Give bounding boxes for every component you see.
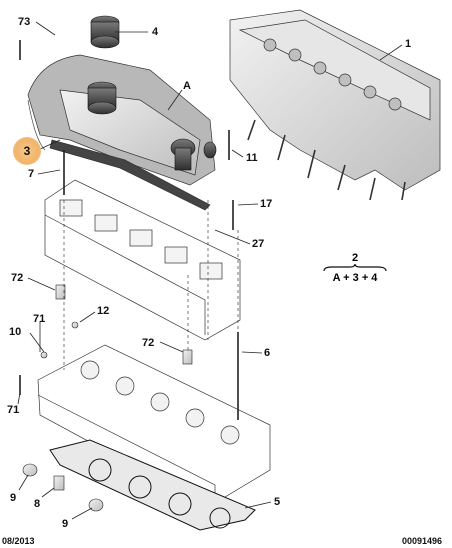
rocker-cover bbox=[27, 54, 216, 211]
callout-5: 5 bbox=[274, 496, 281, 508]
guide-lines bbox=[63, 200, 239, 370]
callout-1: 1 bbox=[405, 38, 412, 50]
formula-result: 2 bbox=[351, 252, 359, 264]
callout-73: 73 bbox=[18, 16, 31, 28]
callout-71-upper: 71 bbox=[33, 313, 46, 325]
callout-3-highlight: 3 bbox=[13, 137, 41, 165]
formula-components: A + 3 + 4 bbox=[332, 272, 378, 284]
leader-lines bbox=[17, 21, 403, 520]
cylinder-head-block bbox=[37, 344, 271, 501]
footer-reference: 00091496 bbox=[402, 536, 443, 546]
callout-10: 10 bbox=[9, 326, 22, 338]
bolts bbox=[19, 40, 239, 420]
camshaft-carrier bbox=[44, 179, 241, 341]
callout-4: 4 bbox=[152, 26, 159, 38]
footer-date: 08/2013 bbox=[2, 536, 35, 546]
callout-9-bottom: 9 bbox=[62, 518, 69, 530]
callout-3: 3 bbox=[23, 144, 31, 158]
callout-72-lower: 72 bbox=[142, 337, 155, 349]
callout-9-left: 9 bbox=[10, 492, 17, 504]
callout-71-lower: 71 bbox=[7, 404, 20, 416]
callout-27: 27 bbox=[252, 238, 265, 250]
callout-11: 11 bbox=[246, 152, 258, 164]
oil-filler-cap bbox=[87, 15, 120, 115]
assembly-formula: 2 A + 3 + 4 bbox=[322, 252, 388, 284]
head-gasket bbox=[49, 439, 256, 531]
callout-8: 8 bbox=[34, 498, 41, 510]
callout-6: 6 bbox=[264, 347, 271, 359]
cover-sensor bbox=[170, 138, 217, 171]
small-parts bbox=[22, 284, 193, 512]
callout-17: 17 bbox=[260, 198, 273, 210]
callout-12: 12 bbox=[97, 305, 110, 317]
callout-72-upper: 72 bbox=[11, 272, 24, 284]
callout-7: 7 bbox=[28, 168, 35, 180]
callout-A: A bbox=[183, 80, 191, 92]
brace-icon bbox=[323, 264, 387, 272]
